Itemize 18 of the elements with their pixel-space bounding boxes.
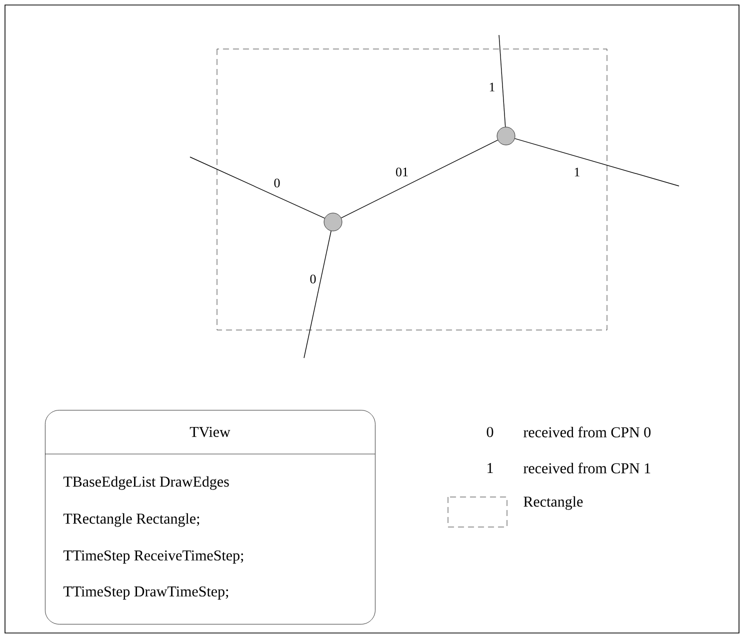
edge-label: 0 [310,274,316,284]
class-box: TView TBaseEdgeList DrawEdges TRectangle Rectangle; TTimeStep ReceiveTimeStep; TTimeStep DrawTimeStep; [44,410,376,624]
edge-line [514,138,680,186]
edge-line [190,156,325,219]
legend-text: received from CPN 1 [524,462,650,474]
edge-label: 1 [574,168,580,176]
legend-symbol: 1 [488,463,493,473]
legend-symbol: 0 [486,426,494,438]
legend-text: Rectangle [524,496,583,510]
edge-label: 1 [490,82,494,92]
edge-line [340,140,498,218]
vertex-circle [324,212,342,232]
legend-text: received from CPN 0 [524,426,651,438]
edge-line [304,230,332,358]
edge-label: 01 [396,168,408,176]
edge-line [498,34,506,128]
edge-label: 0 [274,178,280,188]
vertex-circle [496,126,516,146]
